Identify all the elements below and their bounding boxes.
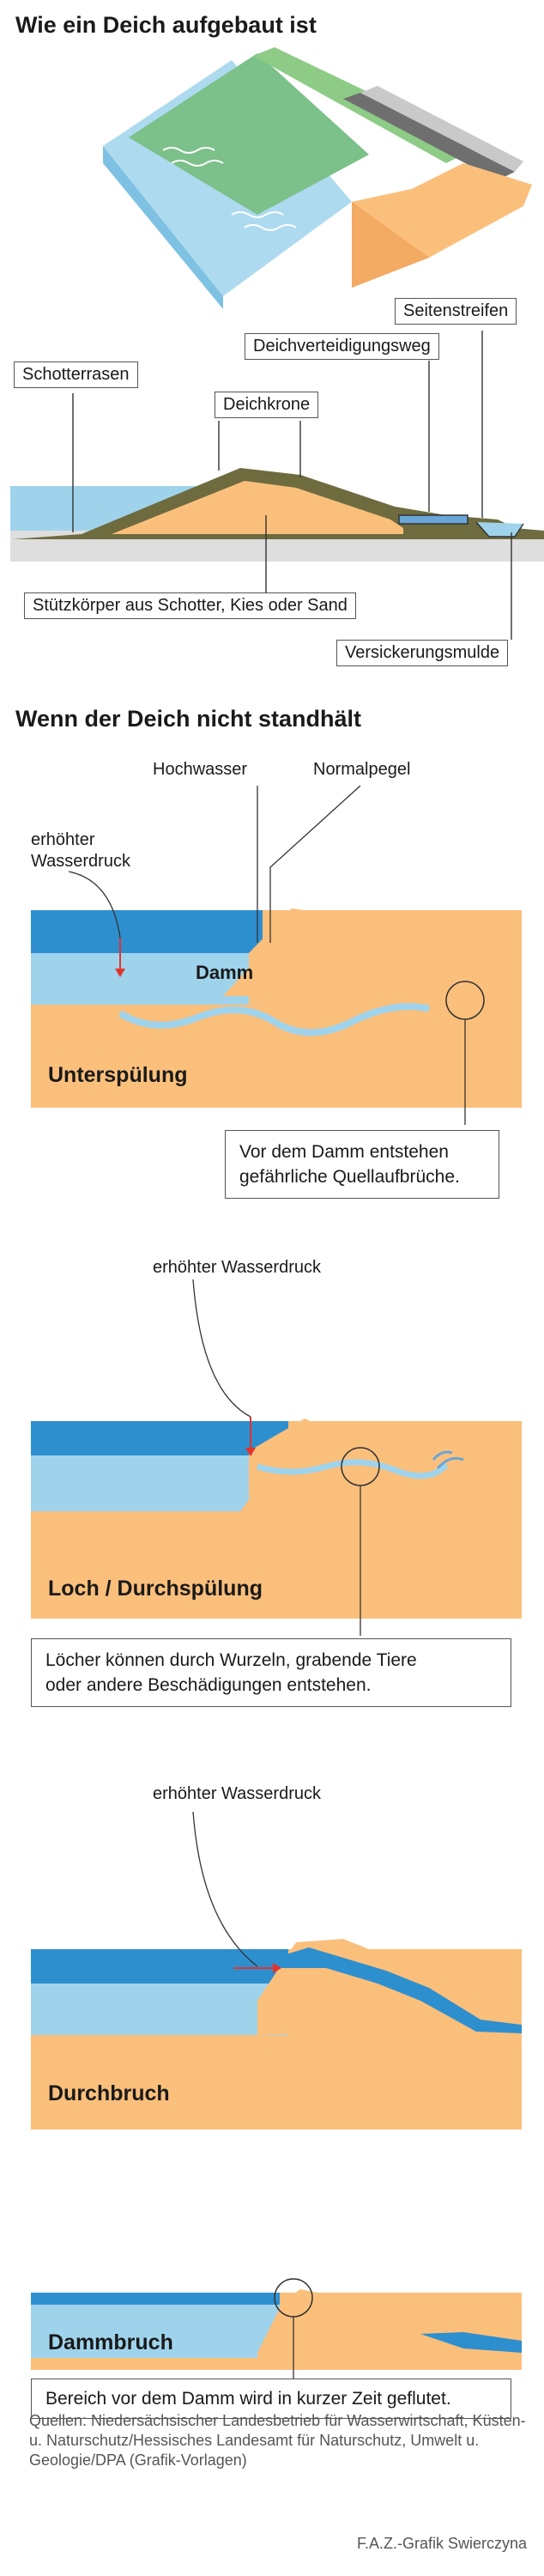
panel-title-unterspuelung: Unterspülung xyxy=(48,1063,188,1087)
label-normalpegel: Normalpegel xyxy=(313,760,411,779)
label-damm: Damm xyxy=(196,962,254,983)
section-title-failure: Wenn der Deich nicht standhält xyxy=(15,706,362,732)
label-seitenstreifen: Seitenstreifen xyxy=(395,298,517,325)
dike-cross-section xyxy=(10,331,544,640)
section-title-structure: Wie ein Deich aufgebaut ist xyxy=(15,12,317,38)
info-dammbruch: Bereich vor dem Damm wird in kurzer Zeit… xyxy=(31,2379,511,2419)
label-stuetzkoerper: Stützkörper aus Schotter, Kies oder Sand xyxy=(24,592,356,619)
info-durchspuelung: Löcher können durch Wurzeln, grabende Ti… xyxy=(31,1638,511,1707)
panel-title-durchspuelung: Loch / Durchspülung xyxy=(48,1577,263,1601)
label-schotterrasen: Schotterrasen xyxy=(14,361,138,388)
label-wasserdruck-1: erhöhter Wasserdruck xyxy=(31,830,130,871)
source-note: Quellen: Niedersächsischer Landesbetrieb… xyxy=(29,2412,526,2469)
dike-3d-illustration xyxy=(103,47,532,309)
panel-durchbruch-diagram xyxy=(31,1811,522,2129)
panel-title-durchbruch: Durchbruch xyxy=(48,2081,170,2105)
label-deichverteidigungsweg: Deichverteidigungsweg xyxy=(245,333,439,360)
panel-durchspuelung-diagram xyxy=(31,1279,522,1636)
info-unterspuelung: Vor dem Damm entstehen gefährliche Quell… xyxy=(225,1130,499,1199)
panel-title-dammbruch: Dammbruch xyxy=(48,2330,173,2354)
label-deichkrone: Deichkrone xyxy=(215,392,319,418)
label-wasserdruck-3: erhöhter Wasserdruck xyxy=(153,1784,321,1803)
panel-dammbruch-diagram xyxy=(31,2278,522,2379)
graphic-credit: F.A.Z.-Grafik Swierczyna xyxy=(356,2535,527,2552)
label-versickerungsmulde: Versickerungsmulde xyxy=(336,640,509,666)
label-wasserdruck-2: erhöhter Wasserdruck xyxy=(153,1258,321,1277)
panel-unterspuelung-diagram xyxy=(31,785,522,1125)
label-hochwasser: Hochwasser xyxy=(153,760,248,779)
